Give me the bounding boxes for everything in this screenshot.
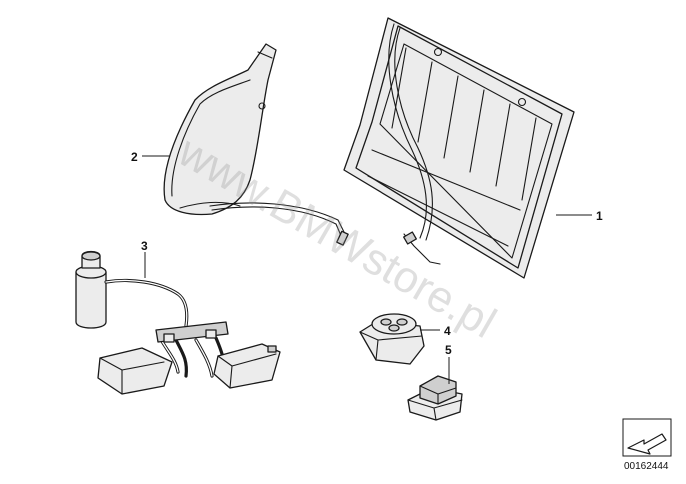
callout-5: 5: [445, 343, 452, 357]
sensor-harness-icon: [75, 250, 281, 395]
callout-4: 4: [444, 324, 451, 338]
backrest-heater-icon: [163, 43, 349, 246]
control-unit-icon: [359, 313, 425, 365]
switch-icon: [407, 375, 463, 421]
callout-3: 3: [141, 239, 148, 253]
arrow-orientation-icon: [622, 418, 672, 457]
seat-mat-icon: [343, 17, 575, 279]
document-id: 00162444: [624, 461, 669, 472]
callout-1: 1: [596, 209, 603, 223]
callout-2: 2: [131, 150, 138, 164]
